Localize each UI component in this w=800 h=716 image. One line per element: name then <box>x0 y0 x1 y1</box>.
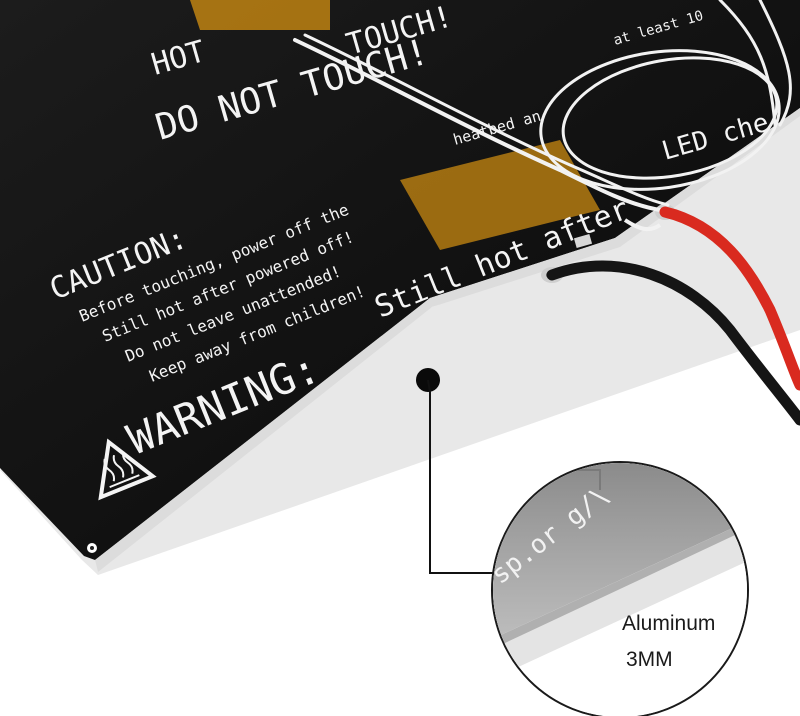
callout-leader-line <box>427 379 500 574</box>
red-wire <box>659 206 800 391</box>
mounting-hole-center <box>90 546 94 550</box>
zoom-detail-circle: sp.or g/\ <box>491 461 749 716</box>
thickness-label: 3MM <box>626 648 673 671</box>
hot-surface-warning-icon <box>98 438 157 501</box>
thermistor-wires <box>293 0 792 212</box>
kapton-tape-top <box>190 0 330 30</box>
material-label: Aluminum <box>622 612 716 635</box>
black-wire <box>546 260 800 426</box>
led-component <box>573 233 593 249</box>
thermistor-wire-end <box>623 218 662 232</box>
heatbed-board <box>0 0 800 560</box>
